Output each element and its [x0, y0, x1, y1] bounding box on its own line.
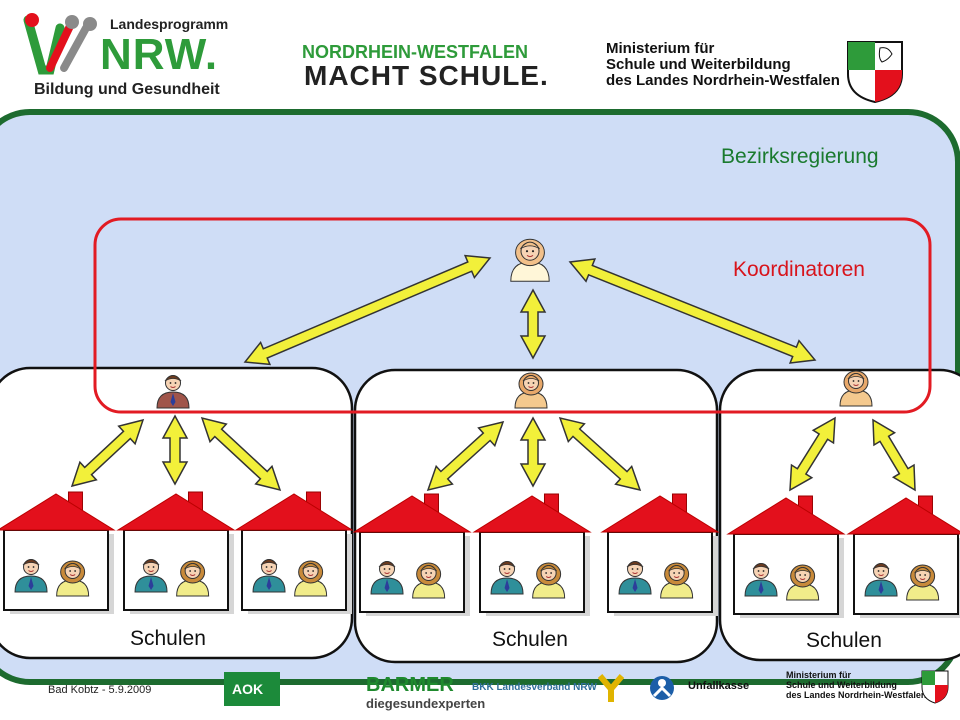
school-house-5 — [472, 493, 592, 616]
nrw-logo-letters: NRW. — [100, 30, 219, 79]
school-coordinator-3 — [839, 370, 873, 407]
koordinatoren-frame — [93, 217, 932, 414]
bezirksregierung-label: Bezirksregierung — [721, 145, 879, 168]
barmer-text: BARMER — [366, 674, 454, 696]
schulen-label-3: Schulen — [806, 629, 882, 652]
double-arrow-9 — [558, 416, 642, 492]
school-house-3 — [234, 491, 354, 614]
ministry-logo: Ministerium für Schule und Weiterbildung… — [606, 40, 936, 104]
school-house-4-man — [370, 561, 404, 595]
school-house-7-woman — [786, 564, 820, 601]
school-house-7 — [726, 495, 846, 618]
double-arrow-7 — [426, 420, 505, 492]
school-house-2-woman — [176, 560, 210, 597]
school-house-6-woman — [660, 562, 694, 599]
unfallkasse-text: Unfallkasse — [688, 680, 750, 692]
school-house-3-woman — [294, 560, 328, 597]
barmer-subtext: diegesundexperten — [366, 696, 486, 711]
school-house-4 — [352, 493, 472, 616]
double-arrow-6 — [200, 416, 282, 492]
ministry-line1: Ministerium für — [606, 40, 715, 57]
footer-date: Bad Kobtz - 5.9.2009 — [48, 684, 152, 696]
schulen-label-1: Schulen — [130, 627, 206, 650]
school-house-5-man — [490, 561, 524, 595]
school-house-1-woman — [56, 560, 90, 597]
aok-text: AOK — [232, 681, 264, 697]
double-arrow-4 — [70, 418, 145, 488]
school-house-1 — [0, 491, 116, 614]
msw-logo-line2: MACHT SCHULE. — [304, 60, 549, 91]
school-house-2-man — [134, 559, 168, 593]
school-coordinator-2 — [514, 372, 548, 409]
coordinator-people — [156, 238, 873, 409]
school-house-4-woman — [412, 562, 446, 599]
msw-logo: NORDRHEIN-WESTFALEN MACHT SCHULE. — [302, 40, 548, 94]
unfallkasse-icon — [650, 676, 674, 700]
footer-ministry-logo: Ministerium für Schule und Weiterbildung… — [786, 670, 956, 716]
ministry-line3: des Landes Nordrhein-Westfalen — [606, 72, 840, 89]
double-arrow-2 — [519, 288, 547, 360]
footer-ministry-line3: des Landes Nordrhein-Westfalen — [786, 690, 927, 700]
nrw-coat-of-arms-icon — [847, 41, 903, 104]
double-arrow-8 — [519, 416, 547, 488]
school-coordinator-1 — [156, 375, 190, 409]
barmer-logo: BARMER diegesundexperten BKK Landesverba… — [366, 674, 597, 714]
double-arrow-10 — [789, 416, 836, 492]
bkk-text: BKK Landesverband NRW — [472, 682, 597, 693]
unfallkasse-logo: Unfallkasse — [648, 674, 768, 708]
koordinatorin-person — [510, 238, 550, 282]
school-house-7-man — [744, 563, 778, 597]
msw-logo-line1: NORDRHEIN-WESTFALEN — [302, 42, 528, 62]
nrw-logo-line2: Bildung und Gesundheit — [34, 81, 220, 98]
double-arrow-11 — [872, 418, 916, 492]
school-house-5-woman — [532, 562, 566, 599]
figures-icon — [23, 13, 97, 75]
bkk-y-icon — [597, 674, 625, 704]
school-house-1-man — [14, 559, 48, 593]
aok-logo: AOK — [224, 672, 356, 706]
school-house-2 — [116, 491, 236, 614]
koordinatoren-label: Koordinatoren — [733, 258, 865, 281]
nrw-logo-line1: Landesprogramm — [110, 16, 229, 32]
schulen-label-2: Schulen — [492, 628, 568, 651]
school-house-6 — [600, 493, 720, 616]
school-house-6-man — [618, 561, 652, 595]
school-house-8-man — [864, 563, 898, 597]
double-arrow-5 — [161, 414, 189, 486]
connection-arrows — [70, 254, 916, 492]
nrw-program-logo: Landesprogramm NRW. Bildung und Gesundhe… — [20, 8, 230, 104]
double-arrow-1 — [243, 254, 492, 366]
footer-coat-of-arms-icon — [921, 670, 949, 704]
school-house-8-woman — [906, 564, 940, 601]
school-house-3-man — [252, 559, 286, 593]
aok-badge — [224, 672, 280, 706]
school-house-8 — [846, 495, 960, 618]
double-arrow-3 — [568, 258, 817, 364]
ministry-line2: Schule und Weiterbildung — [606, 56, 791, 73]
header-bar — [0, 0, 960, 110]
footer-ministry-line2: Schule und Weiterbildung — [786, 680, 897, 690]
school-houses — [0, 491, 960, 618]
footer-ministry-line1: Ministerium für — [786, 670, 852, 680]
